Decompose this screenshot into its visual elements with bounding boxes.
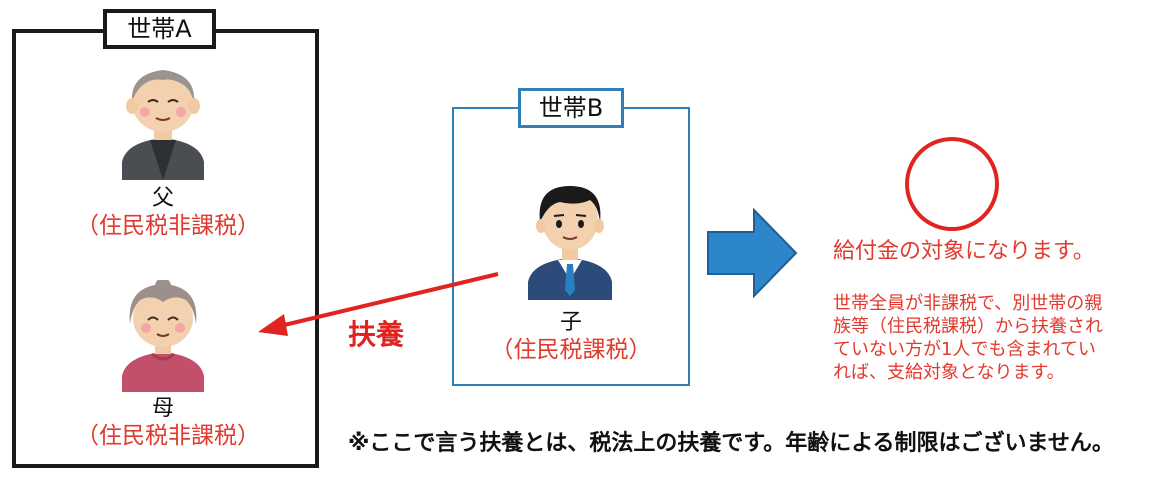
mother-tax-status: （住民税非課税） xyxy=(76,423,260,449)
father-illustration xyxy=(122,70,204,180)
father-tax-status: （住民税非課税） xyxy=(76,213,260,239)
detail-line: 世帯全員が非課税で、別世帯の親 xyxy=(833,293,1103,314)
dependent-label: 扶養 xyxy=(348,318,405,351)
dependent-arrow xyxy=(258,272,499,336)
mother-label: 母 xyxy=(151,396,174,421)
eligible-message: 給付金の対象になります。 xyxy=(833,239,1095,264)
child-illustration xyxy=(528,186,612,300)
detail-line: 族等（住民税課税）から扶養され xyxy=(833,316,1103,337)
household-b-label: 世帯B xyxy=(518,88,624,128)
child-label: 子 xyxy=(559,310,582,335)
household-a-label: 世帯A xyxy=(103,9,216,49)
right-arrow-icon xyxy=(707,208,798,298)
detail-line: ていない方が1人でも含まれてい xyxy=(833,339,1096,360)
eligibility-detail: 世帯全員が非課税で、別世帯の親 族等（住民税課税）から扶養され ていない方が1人… xyxy=(833,292,1163,384)
detail-line: れば、支給対象となります。 xyxy=(833,362,1065,383)
circle-mark-icon xyxy=(905,137,999,231)
mother-illustration xyxy=(122,280,204,392)
footnote: ※ここで言う扶養とは、税法上の扶養です。年齢による制限はございません。 xyxy=(348,431,1114,456)
father-label: 父 xyxy=(151,186,174,211)
child-tax-status: （住民税課税） xyxy=(490,337,652,363)
